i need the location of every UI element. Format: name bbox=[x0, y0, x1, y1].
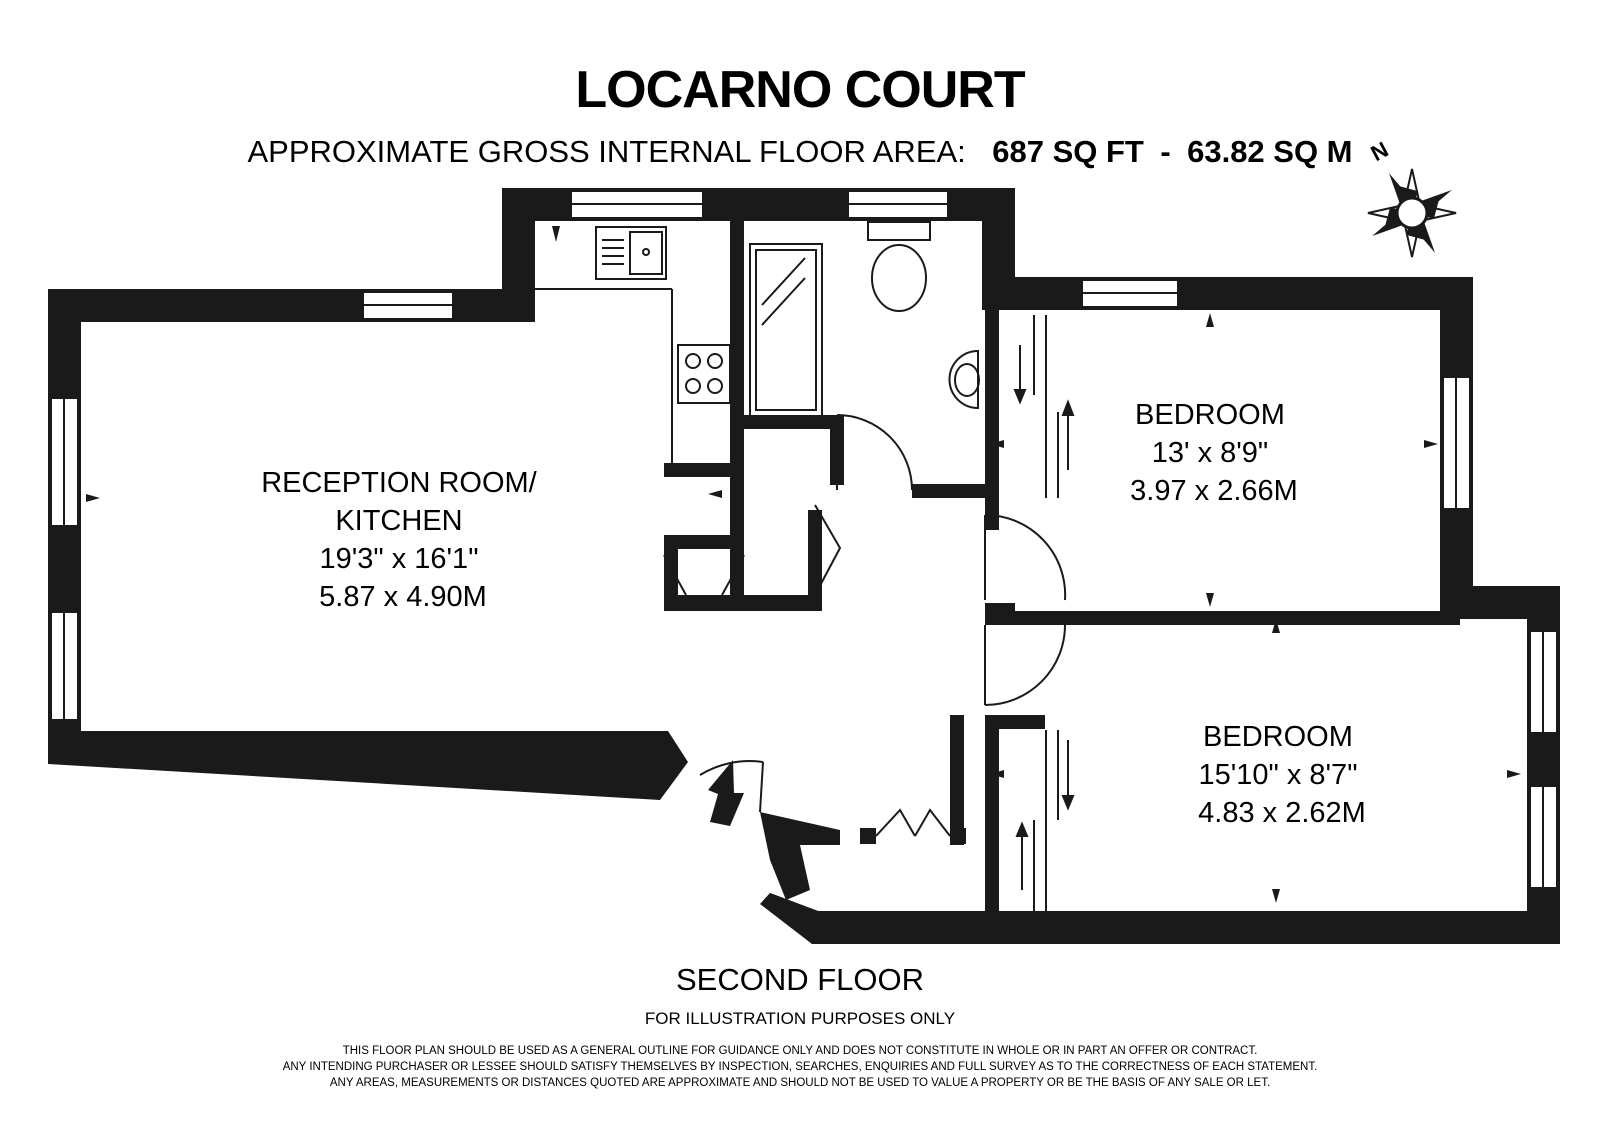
compass-north-label: N bbox=[1367, 137, 1393, 167]
wardrobe-arrows bbox=[1013, 345, 1075, 890]
entrance-arrow-icon bbox=[708, 760, 744, 826]
room-dimensions-metric: 4.83 x 2.62M bbox=[1198, 797, 1366, 829]
room-name-line2: KITCHEN bbox=[335, 505, 462, 537]
room-dimensions-imperial: 19'3" x 16'1" bbox=[319, 543, 478, 575]
room-label-reception: RECEPTION ROOM/ KITCHEN 19'3" x 16'1" 5.… bbox=[261, 467, 545, 613]
floor-area-label: APPROXIMATE GROSS INTERNAL FLOOR AREA: bbox=[247, 134, 965, 169]
bathroom-fixtures bbox=[749, 221, 980, 417]
disclaimer-line-1: THIS FLOOR PLAN SHOULD BE USED AS A GENE… bbox=[343, 1045, 1258, 1057]
walls bbox=[48, 188, 1560, 944]
room-name: BEDROOM bbox=[1203, 721, 1353, 753]
room-name: BEDROOM bbox=[1135, 399, 1285, 431]
room-name: RECEPTION ROOM/ bbox=[261, 467, 537, 499]
floor-area-separator: - bbox=[1160, 134, 1170, 169]
floor-area-line: APPROXIMATE GROSS INTERNAL FLOOR AREA: 6… bbox=[247, 134, 1352, 169]
room-dimensions-metric: 3.97 x 2.66M bbox=[1130, 475, 1298, 507]
kitchen-fixtures bbox=[535, 226, 731, 463]
hob-icon bbox=[677, 344, 731, 404]
floor-area-sqm: 63.82 SQ M bbox=[1187, 134, 1352, 169]
sink-icon bbox=[595, 226, 667, 280]
doors bbox=[663, 315, 1067, 911]
measurement-ticks bbox=[86, 226, 1521, 903]
bathtub-icon bbox=[749, 243, 823, 417]
room-label-bedroom-1: BEDROOM 13' x 8'9" 3.97 x 2.66M bbox=[1130, 399, 1298, 507]
floor-label: SECOND FLOOR bbox=[676, 962, 924, 997]
room-label-bedroom-2: BEDROOM 15'10" x 8'7" 4.83 x 2.62M bbox=[1198, 721, 1366, 829]
room-dimensions-metric: 5.87 x 4.90M bbox=[319, 581, 487, 613]
disclaimer-line-3: ANY AREAS, MEASUREMENTS OR DISTANCES QUO… bbox=[330, 1077, 1270, 1089]
windows bbox=[50, 190, 1558, 889]
floor-area-sqft: 687 SQ FT bbox=[992, 134, 1144, 169]
room-dimensions-imperial: 13' x 8'9" bbox=[1152, 437, 1269, 469]
toilet-icon bbox=[867, 221, 931, 312]
compass-rose-icon bbox=[1367, 168, 1457, 258]
washbasin-icon bbox=[948, 349, 980, 410]
room-dimensions-imperial: 15'10" x 8'7" bbox=[1198, 759, 1357, 791]
illustration-note: FOR ILLUSTRATION PURPOSES ONLY bbox=[645, 1009, 955, 1028]
disclaimer-line-2: ANY INTENDING PURCHASER OR LESSEE SHOULD… bbox=[283, 1061, 1318, 1073]
plan-title: LOCARNO COURT bbox=[575, 61, 1025, 119]
